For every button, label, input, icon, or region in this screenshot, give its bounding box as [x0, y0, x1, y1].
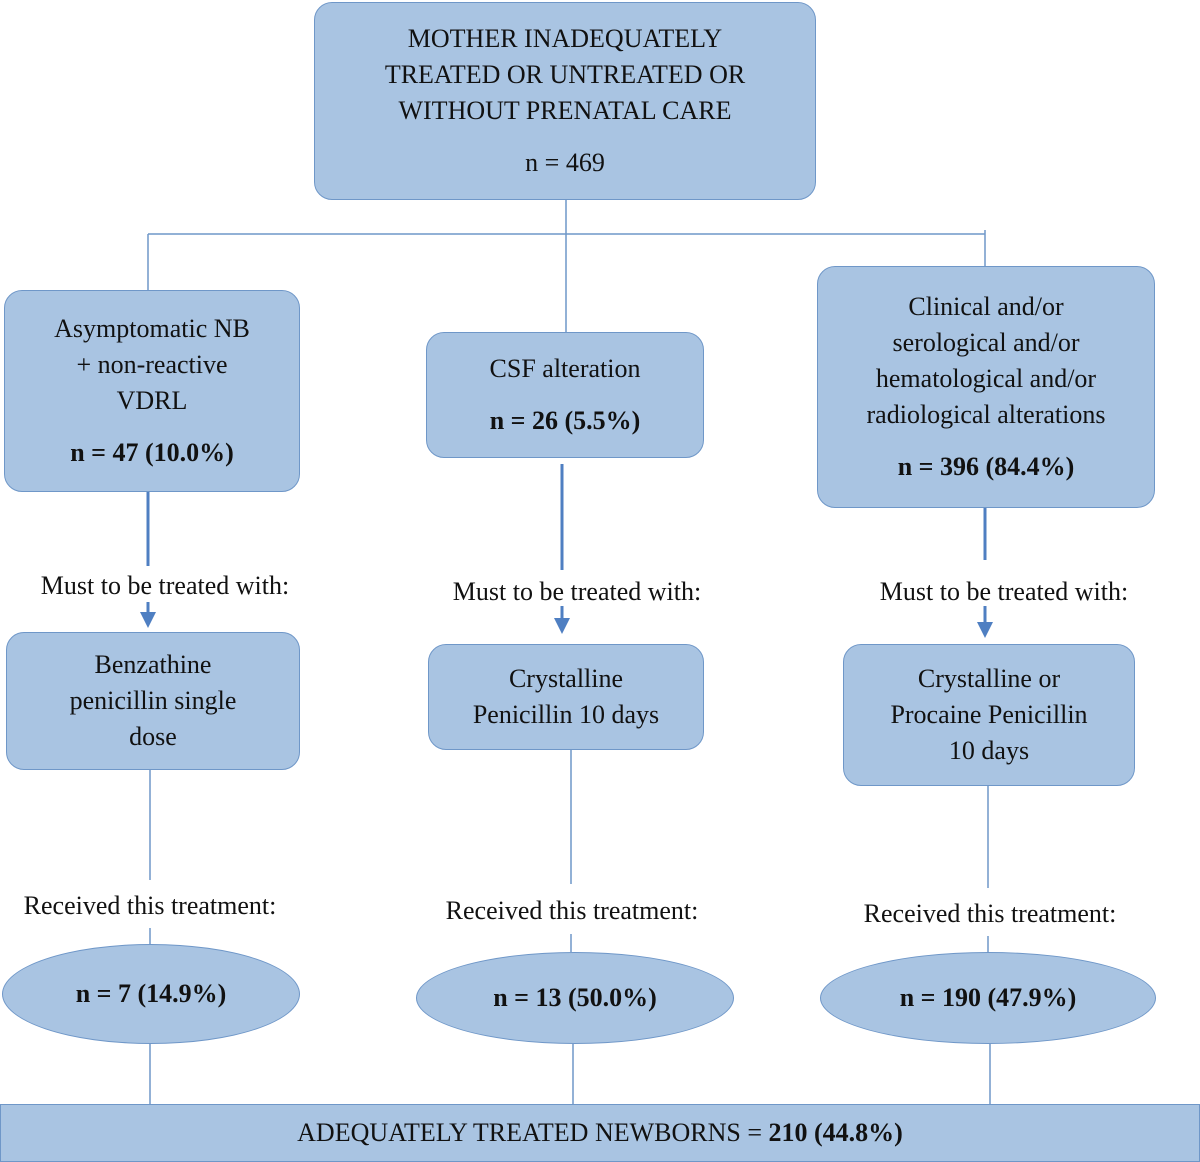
bottom-total-text: ADEQUATELY TREATED NEWBORNS = [297, 1118, 769, 1147]
middle-must-label: Must to be treated with: [452, 577, 702, 606]
bottom-total-label: ADEQUATELY TREATED NEWBORNS = 210 (44.8%… [297, 1118, 903, 1148]
top-line-3: WITHOUT PRENATAL CARE [398, 96, 732, 125]
middle-received-label: Received this treatment: [445, 896, 699, 925]
right-treatment-line-2: Procaine Penicillin [890, 700, 1088, 729]
middle-treatment-line-1: Crystalline [508, 664, 624, 693]
right-group-line-2: serological and/or [892, 328, 1080, 357]
right-group-box: Clinical and/or serological and/or hemat… [817, 266, 1155, 508]
right-received-oval: n = 190 (47.9%) [820, 952, 1156, 1044]
left-treatment-line-1: Benzathine [94, 650, 212, 679]
left-group-line-3: VDRL [116, 386, 188, 415]
right-group-line-1: Clinical and/or [908, 292, 1064, 321]
right-received-label: Received this treatment: [863, 899, 1117, 928]
arrowhead-right [977, 622, 993, 638]
right-received-count: n = 190 (47.9%) [899, 983, 1077, 1012]
top-line-2: TREATED OR UNTREATED OR [384, 60, 746, 89]
middle-received-oval: n = 13 (50.0%) [416, 952, 734, 1044]
left-group-box: Asymptomatic NB + non-reactive VDRL n = … [4, 290, 300, 492]
left-group-count: n = 47 (10.0%) [70, 438, 234, 467]
arrowhead-left [140, 612, 156, 628]
right-group-count: n = 396 (84.4%) [897, 452, 1075, 481]
top-line-1: MOTHER INADEQUATELY [407, 24, 723, 53]
top-count: n = 469 [525, 148, 605, 177]
middle-group-box: CSF alteration n = 26 (5.5%) [426, 332, 704, 458]
left-group-line-2: + non-reactive [76, 350, 228, 379]
left-received-label: Received this treatment: [23, 891, 277, 920]
middle-treatment-box: Crystalline Penicillin 10 days [428, 644, 704, 750]
right-treatment-line-1: Crystalline or [917, 664, 1061, 693]
middle-received-count: n = 13 (50.0%) [493, 983, 657, 1012]
left-received-count: n = 7 (14.9%) [75, 979, 227, 1008]
middle-group-line-1: CSF alteration [489, 354, 641, 383]
arrowhead-middle [554, 618, 570, 634]
right-must-label: Must to be treated with: [879, 577, 1129, 606]
right-group-line-3: hematological and/or [875, 364, 1097, 393]
right-group-line-4: radiological alterations [866, 400, 1106, 429]
bottom-total-value: 210 (44.8%) [768, 1118, 903, 1147]
middle-group-count: n = 26 (5.5%) [489, 406, 641, 435]
left-treatment-line-3: dose [129, 722, 177, 751]
bottom-total-bar: ADEQUATELY TREATED NEWBORNS = 210 (44.8%… [0, 1104, 1200, 1162]
left-received-oval: n = 7 (14.9%) [2, 944, 300, 1044]
left-group-line-1: Asymptomatic NB [54, 314, 250, 343]
top-box: MOTHER INADEQUATELY TREATED OR UNTREATED… [314, 2, 816, 200]
left-treatment-box: Benzathine penicillin single dose [6, 632, 300, 770]
left-treatment-line-2: penicillin single [69, 686, 237, 715]
left-must-label: Must to be treated with: [40, 571, 290, 600]
middle-treatment-line-2: Penicillin 10 days [472, 700, 660, 729]
right-treatment-line-3: 10 days [948, 736, 1030, 765]
right-treatment-box: Crystalline or Procaine Penicillin 10 da… [843, 644, 1135, 786]
